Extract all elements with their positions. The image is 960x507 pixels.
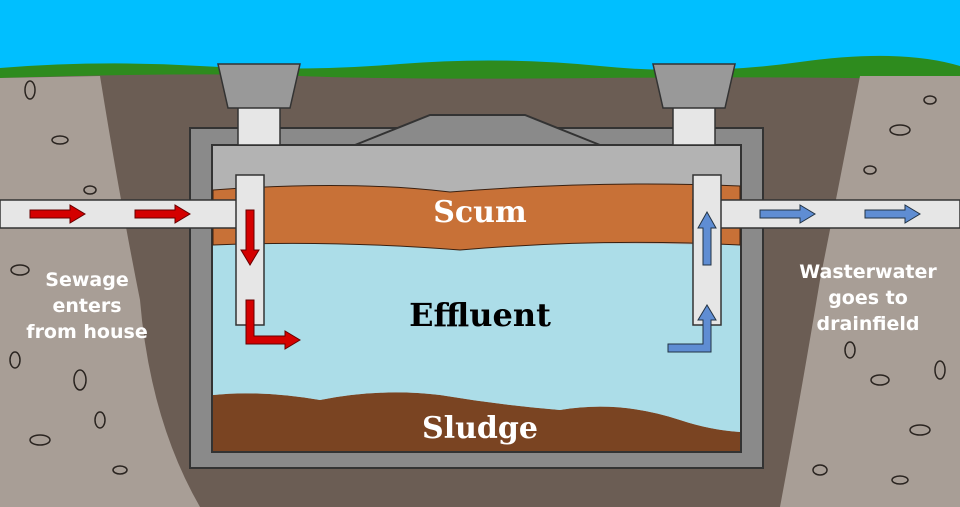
arrow-right-icon [29, 204, 86, 224]
inflow-arrows [29, 204, 301, 350]
effluent-label: Effluent [409, 296, 551, 334]
arrow-right-icon [864, 204, 921, 224]
svg-text:enters: enters [52, 295, 121, 317]
arrow-turn-up-icon [667, 304, 717, 353]
inlet-riser-cap [217, 63, 301, 109]
effluent-layer [213, 242, 740, 432]
svg-text:Sewage: Sewage [45, 269, 128, 291]
arrow-right-icon [759, 204, 816, 224]
arrow-down-icon [240, 209, 260, 266]
arrow-turn-icon [245, 299, 301, 350]
gravel-right [780, 76, 960, 507]
scum-label: Scum [433, 195, 527, 230]
svg-text:drainfield: drainfield [817, 313, 920, 335]
sludge-layer [213, 392, 740, 451]
arrow-right-icon [134, 204, 191, 224]
svg-text:Wasterwater: Wasterwater [799, 261, 937, 283]
svg-text:from house: from house [26, 321, 147, 343]
outlet-riser-cap [652, 63, 736, 109]
inlet-caption: Sewage enters from house [26, 269, 147, 343]
outflow-arrows [667, 204, 921, 353]
arrow-up-icon [697, 210, 717, 266]
svg-text:goes to: goes to [828, 287, 908, 309]
gravel-left [0, 76, 200, 507]
gravel-stones [9, 80, 946, 485]
sludge-label: Sludge [422, 411, 538, 446]
outlet-caption: Wasterwater goes to drainfield [799, 261, 937, 335]
